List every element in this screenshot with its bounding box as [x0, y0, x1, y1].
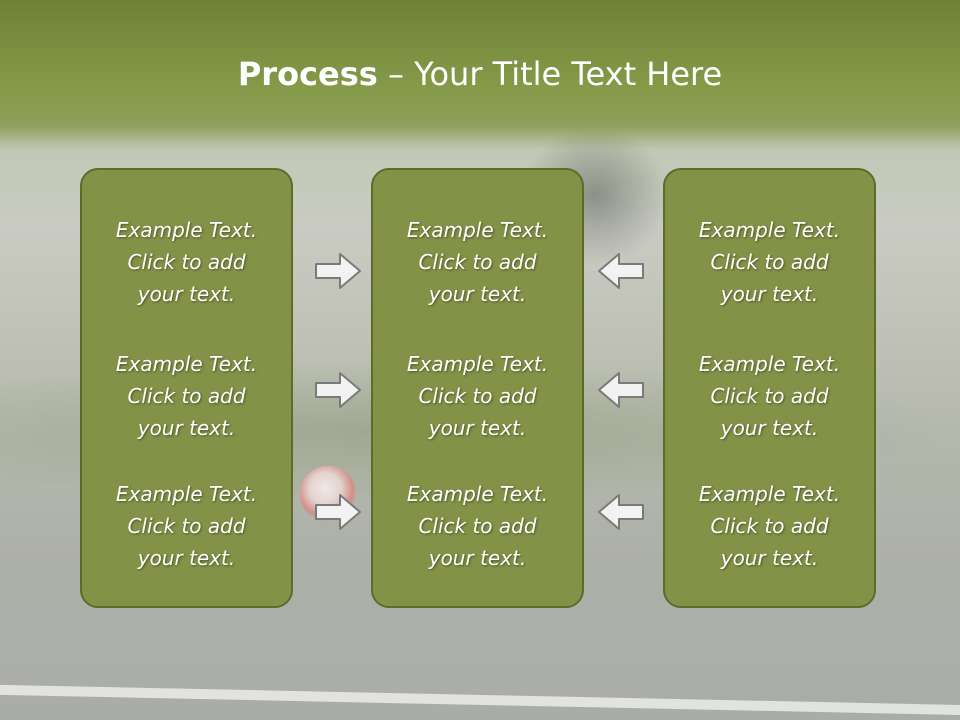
text-line: Example Text. — [115, 482, 258, 506]
text-line: Click to add — [127, 514, 246, 538]
text-line: Click to add — [710, 250, 829, 274]
text-line: your text. — [720, 416, 819, 440]
text-block[interactable]: Example Text. Click to add your text. — [82, 478, 291, 574]
text-line: your text. — [428, 416, 527, 440]
left-arrow-icon — [598, 372, 644, 408]
text-line: your text. — [428, 546, 527, 570]
title-rest: – Your Title Text Here — [377, 55, 723, 93]
right-arrow-icon — [315, 372, 361, 408]
text-line: Example Text. — [406, 352, 549, 376]
text-line: Example Text. — [406, 482, 549, 506]
text-line: Example Text. — [115, 218, 258, 242]
left-arrow-icon — [598, 494, 644, 530]
text-line: Click to add — [127, 250, 246, 274]
text-line: your text. — [137, 282, 236, 306]
process-box-left[interactable]: Example Text. Click to add your text. Ex… — [80, 168, 293, 608]
text-block[interactable]: Example Text. Click to add your text. — [373, 478, 582, 574]
process-box-right[interactable]: Example Text. Click to add your text. Ex… — [663, 168, 876, 608]
text-line: your text. — [428, 282, 527, 306]
text-block[interactable]: Example Text. Click to add your text. — [82, 348, 291, 444]
title-bold: Process — [237, 55, 378, 93]
text-line: Example Text. — [698, 482, 841, 506]
text-line: your text. — [720, 546, 819, 570]
background-court-line — [0, 684, 960, 718]
text-line: Click to add — [710, 514, 829, 538]
text-line: Click to add — [127, 384, 246, 408]
text-line: Click to add — [710, 384, 829, 408]
text-line: Example Text. — [698, 352, 841, 376]
text-block[interactable]: Example Text. Click to add your text. — [665, 214, 874, 310]
text-line: Example Text. — [698, 218, 841, 242]
text-block[interactable]: Example Text. Click to add your text. — [665, 478, 874, 574]
text-line: Example Text. — [115, 352, 258, 376]
text-line: your text. — [137, 416, 236, 440]
text-line: Example Text. — [406, 218, 549, 242]
text-line: your text. — [720, 282, 819, 306]
text-line: your text. — [137, 546, 236, 570]
text-block[interactable]: Example Text. Click to add your text. — [82, 214, 291, 310]
text-block[interactable]: Example Text. Click to add your text. — [665, 348, 874, 444]
slide-title[interactable]: Process – Your Title Text Here — [0, 52, 960, 96]
text-block[interactable]: Example Text. Click to add your text. — [373, 348, 582, 444]
left-arrow-icon — [598, 253, 644, 289]
right-arrow-icon — [315, 494, 361, 530]
process-box-center[interactable]: Example Text. Click to add your text. Ex… — [371, 168, 584, 608]
text-block[interactable]: Example Text. Click to add your text. — [373, 214, 582, 310]
text-line: Click to add — [418, 514, 537, 538]
text-line: Click to add — [418, 384, 537, 408]
right-arrow-icon — [315, 253, 361, 289]
text-line: Click to add — [418, 250, 537, 274]
